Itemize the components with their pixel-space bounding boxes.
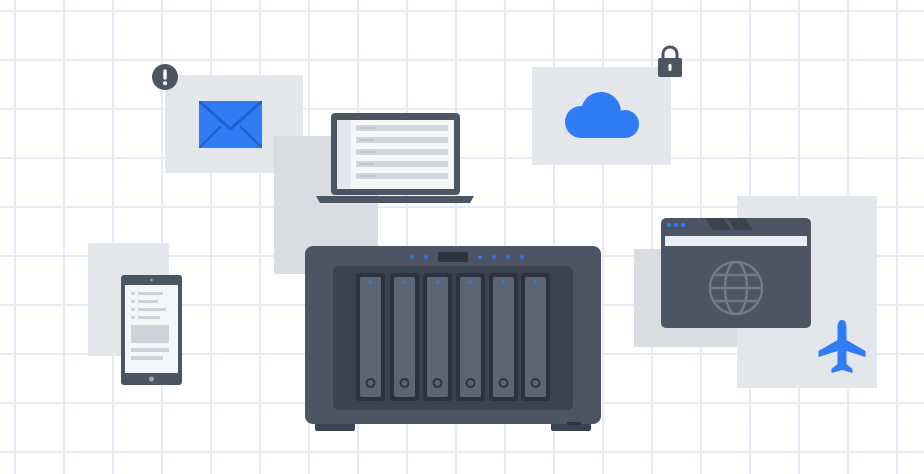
browser-window-icon bbox=[661, 218, 811, 328]
cloud-icon bbox=[563, 90, 641, 140]
globe-icon bbox=[708, 260, 764, 316]
alert-icon bbox=[151, 63, 179, 91]
tablet-icon bbox=[121, 275, 182, 385]
lock-icon bbox=[658, 44, 682, 78]
drive-bays bbox=[356, 273, 550, 401]
laptop-icon bbox=[316, 113, 474, 205]
mail-icon bbox=[199, 101, 262, 148]
airplane-icon bbox=[816, 318, 868, 376]
nas-device-icon bbox=[305, 246, 601, 432]
